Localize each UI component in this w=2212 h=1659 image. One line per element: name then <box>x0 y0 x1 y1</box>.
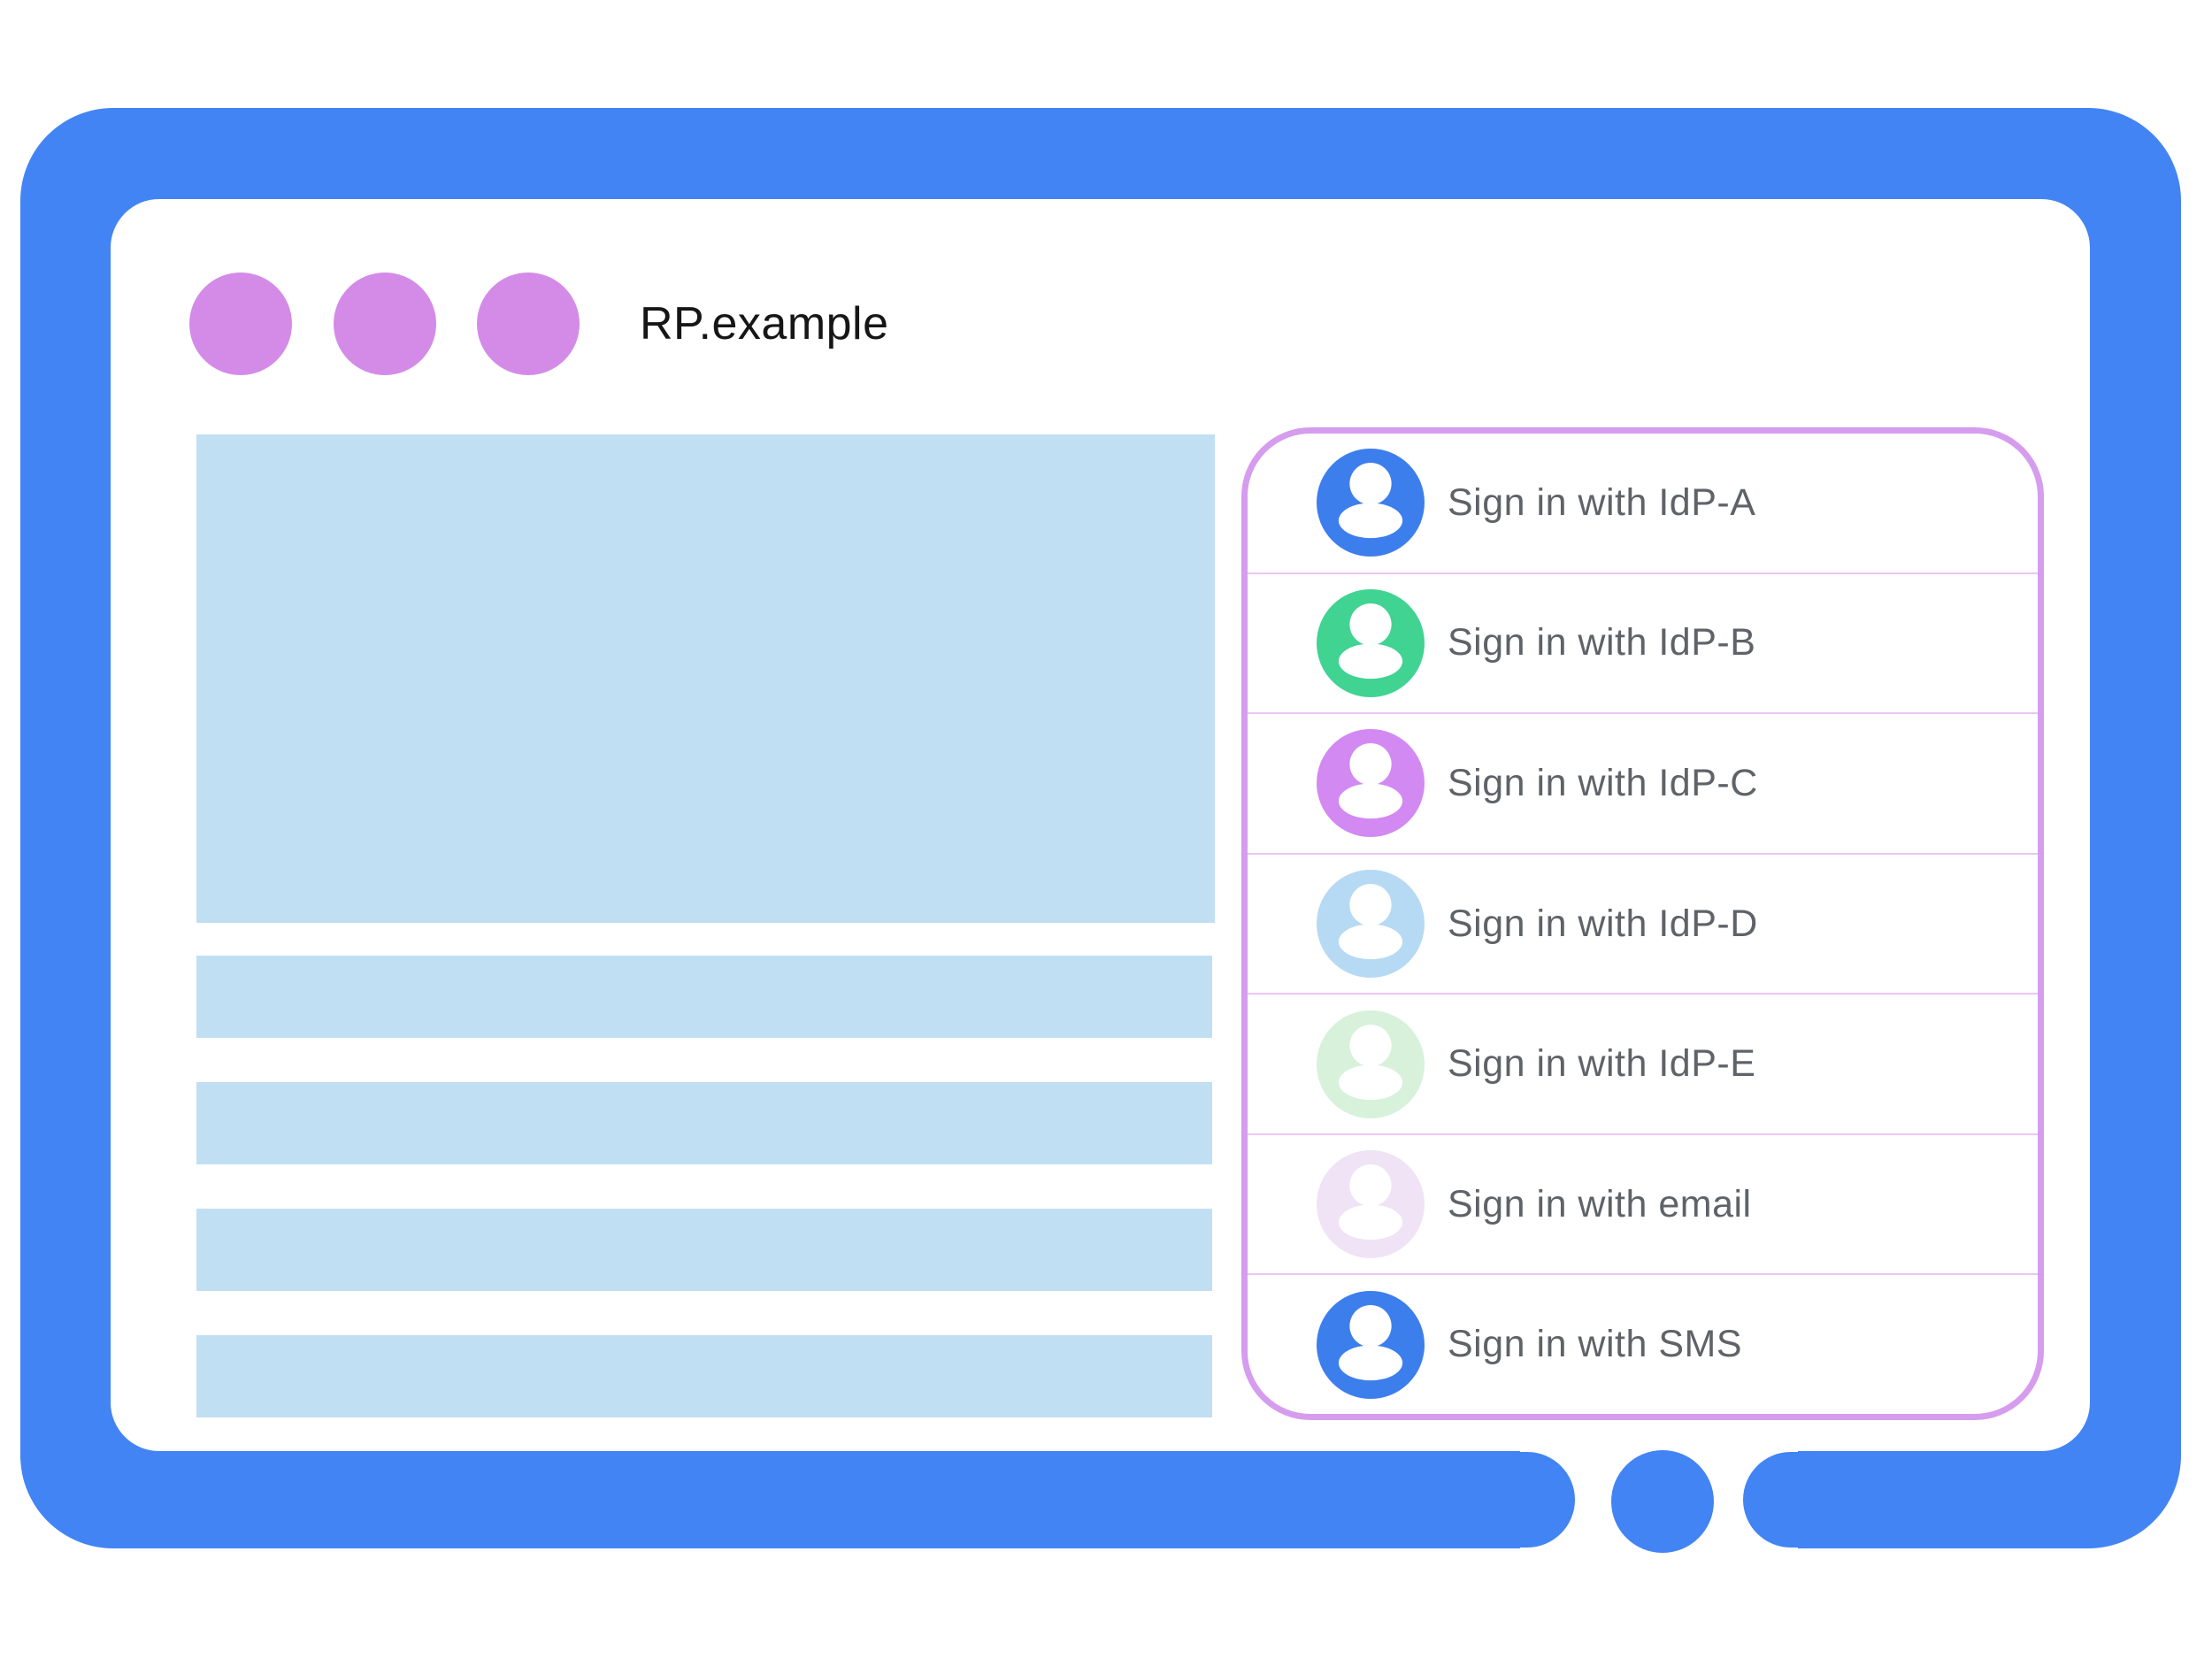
person-avatar-icon <box>1317 870 1425 979</box>
signin-option-label: Sign in with email <box>1448 1182 1752 1225</box>
signin-option-label: Sign in with IdP-A <box>1448 480 1756 524</box>
signin-option-row[interactable]: Sign in with IdP-A <box>1248 434 2038 574</box>
signin-option-row[interactable]: Sign in with IdP-C <box>1248 714 2038 855</box>
content-placeholder-line <box>196 1335 1212 1417</box>
content-placeholder-line <box>196 1209 1212 1291</box>
signin-option-label: Sign in with IdP-D <box>1448 902 1758 945</box>
signin-option-row[interactable]: Sign in with IdP-D <box>1248 855 2038 995</box>
person-avatar-icon <box>1317 449 1425 557</box>
signin-option-row[interactable]: Sign in with SMS <box>1248 1275 2038 1414</box>
bottom-bar-right-segment-end <box>1743 1452 1902 1548</box>
signin-option-row[interactable]: Sign in with IdP-E <box>1248 995 2038 1135</box>
window-dot-icon <box>477 273 580 375</box>
person-avatar-icon <box>1317 1010 1425 1118</box>
person-avatar-icon <box>1317 729 1425 838</box>
signin-option-row[interactable]: Sign in with email <box>1248 1135 2038 1276</box>
content-placeholder-hero <box>196 434 1215 923</box>
content-placeholder-line <box>196 956 1212 1038</box>
bottom-bar-left-segment-end <box>1416 1452 1575 1548</box>
content-placeholder-line <box>196 1082 1212 1164</box>
person-avatar-icon <box>1317 1290 1425 1399</box>
signin-option-label: Sign in with SMS <box>1448 1323 1743 1366</box>
person-avatar-icon <box>1317 588 1425 697</box>
signin-option-label: Sign in with IdP-C <box>1448 761 1758 804</box>
window-dot-icon <box>189 273 292 375</box>
signin-option-label: Sign in with IdP-E <box>1448 1042 1756 1086</box>
signin-chooser-panel: Sign in with IdP-A Sign in with IdP-B Si… <box>1241 427 2044 1420</box>
home-button-circle <box>1611 1450 1714 1553</box>
site-url-label: RP.example <box>640 298 889 349</box>
person-avatar-icon <box>1317 1150 1425 1259</box>
window-dot-icon <box>334 273 436 375</box>
signin-option-row[interactable]: Sign in with IdP-B <box>1248 574 2038 715</box>
signin-option-label: Sign in with IdP-B <box>1448 621 1756 664</box>
